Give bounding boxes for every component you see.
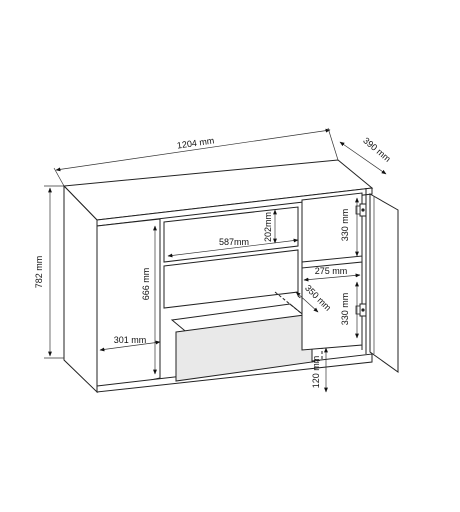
right-door-open xyxy=(369,193,399,373)
drawer-section xyxy=(159,203,323,382)
right-upper-height-label: 330 mm xyxy=(340,209,350,242)
left-door xyxy=(96,218,161,393)
drawer-front-height-label: 120 mm xyxy=(311,356,321,389)
hinge-bottom-icon xyxy=(355,303,367,317)
drawer-width-dimension-label: 587mm xyxy=(219,237,249,247)
drawer-height-dimension-label: 202mm xyxy=(263,212,273,242)
side-width-dimension-label: 301 mm xyxy=(114,335,147,345)
right-lower-height-label: 330 mm xyxy=(340,293,350,326)
height-dimension-label: 782 mm xyxy=(34,256,44,289)
left-side-panel xyxy=(63,184,98,394)
right-shelf-width-label: 275 mm xyxy=(315,266,348,276)
width-dimension-label: 1204 mm xyxy=(176,135,215,150)
right-compartment xyxy=(301,188,399,373)
hinge-top-icon xyxy=(355,203,367,217)
inner-height-dimension-label: 666 mm xyxy=(141,268,151,301)
